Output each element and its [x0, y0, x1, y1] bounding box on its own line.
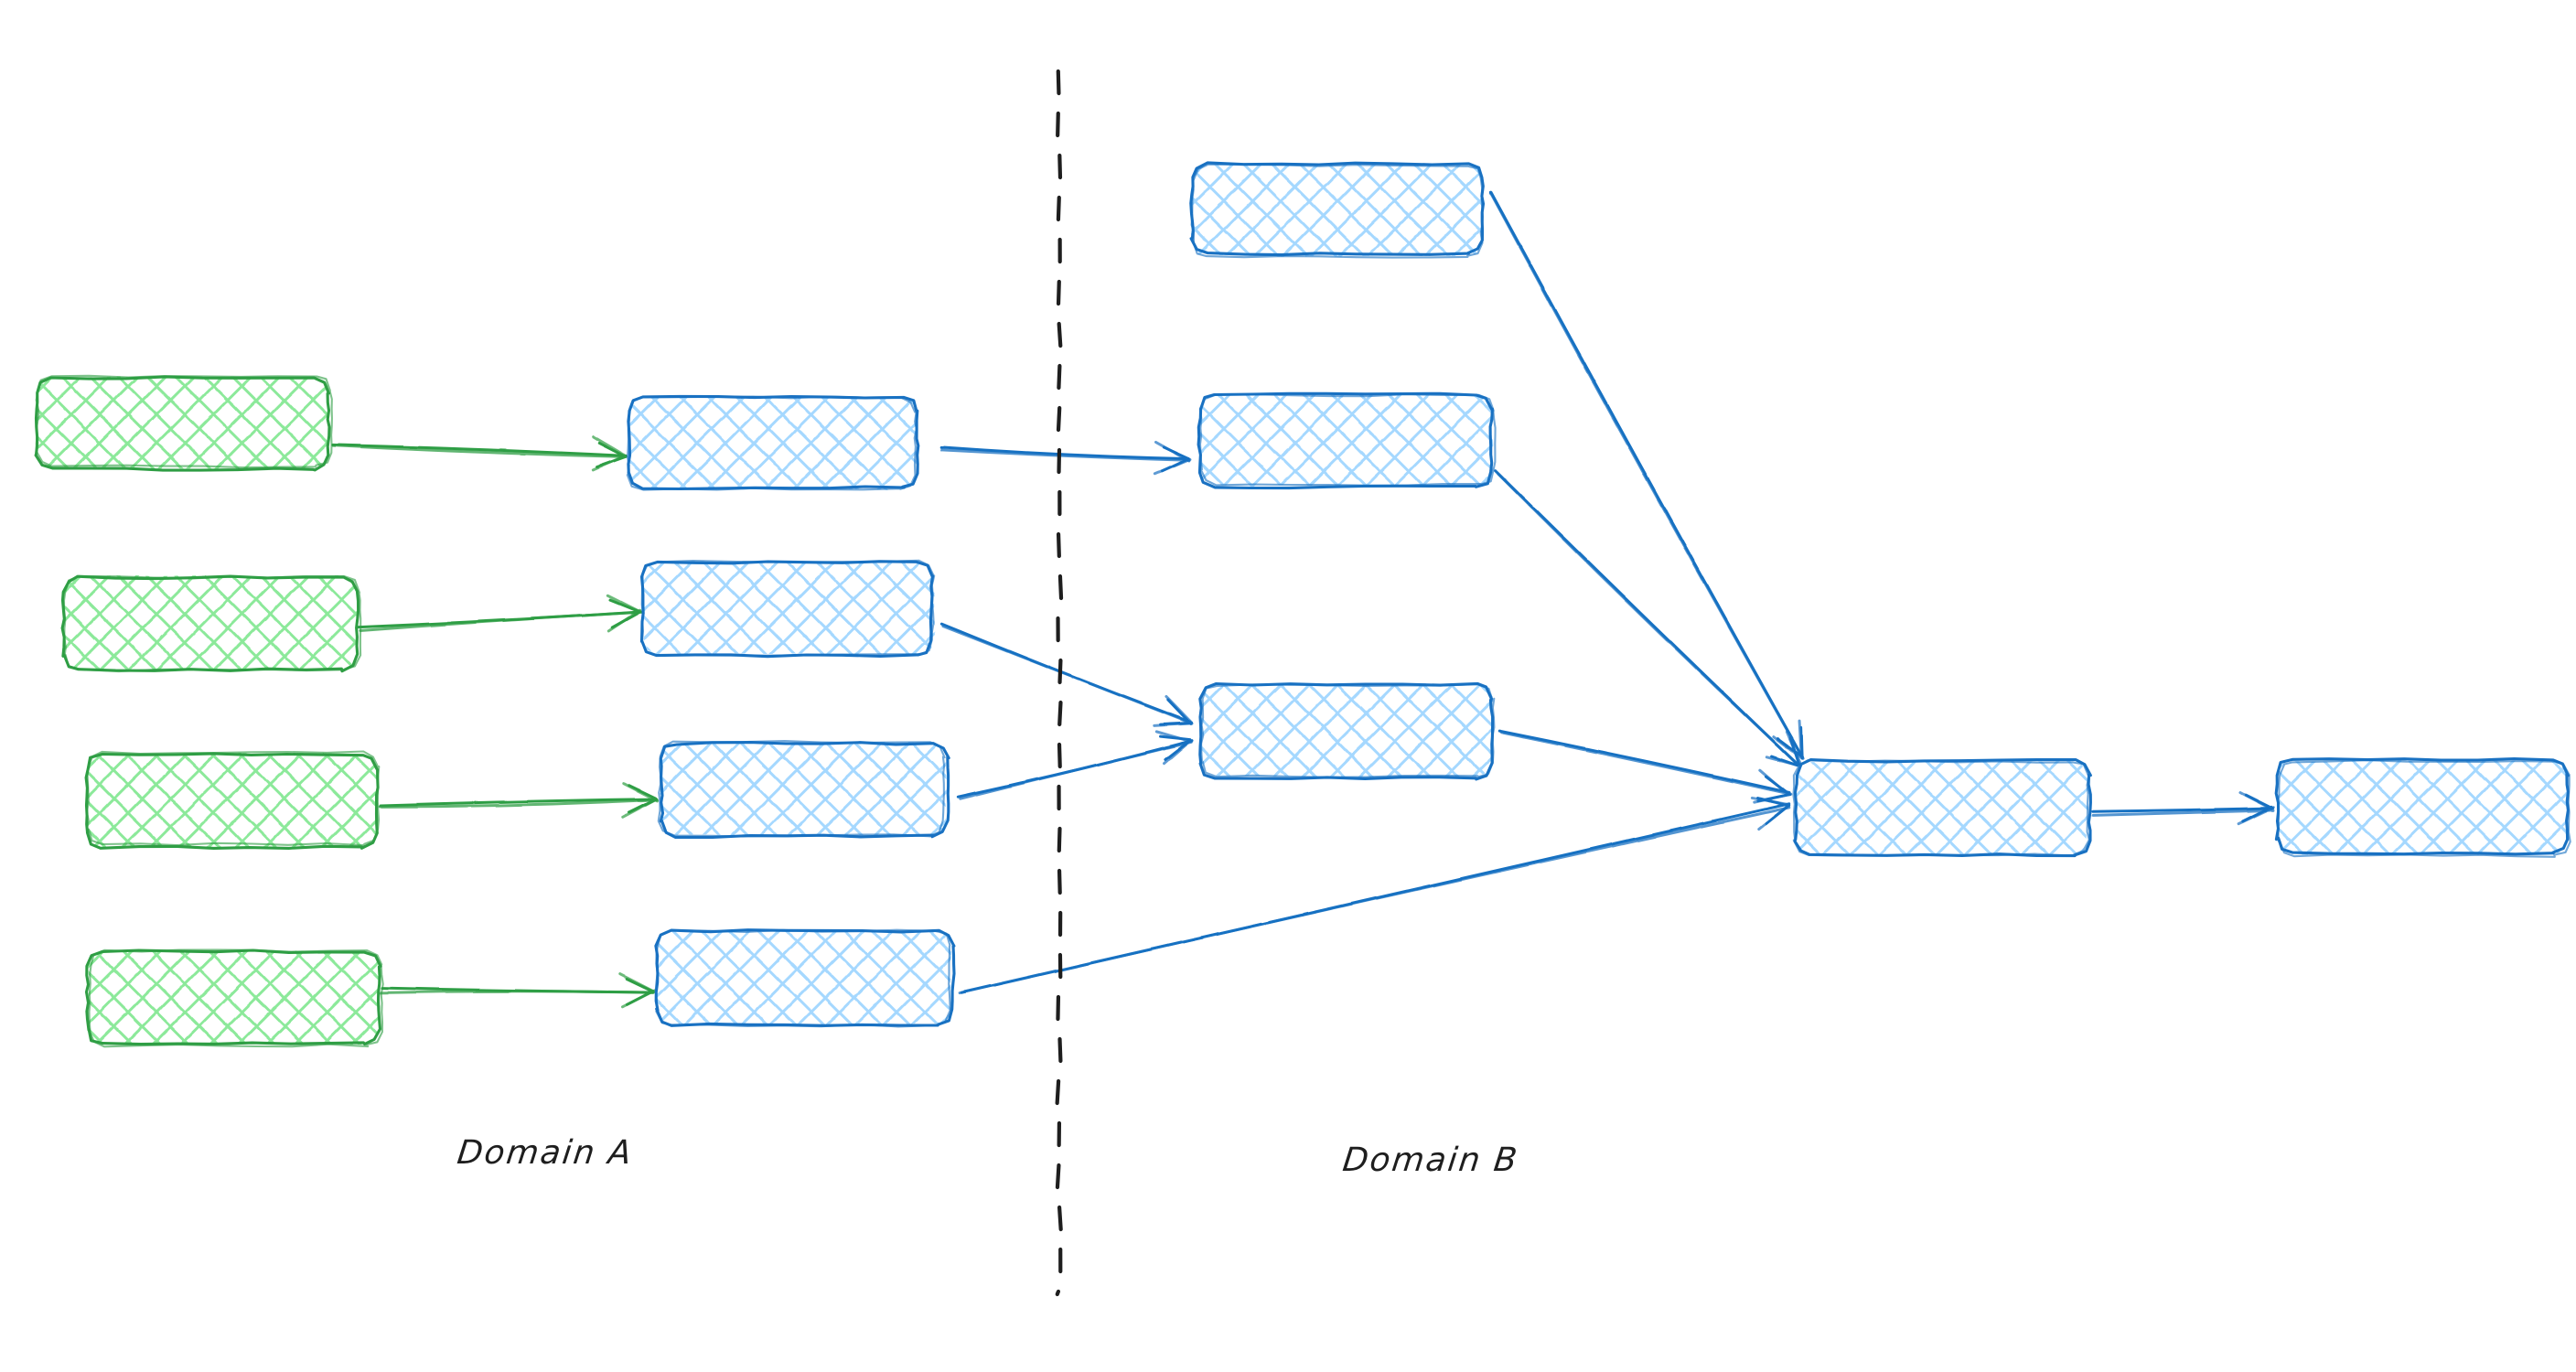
node-out[interactable]	[2274, 756, 2571, 858]
edge-e8	[958, 796, 1791, 995]
node-g4[interactable]	[84, 949, 384, 1048]
edge-e7	[956, 730, 1194, 800]
edge-e2	[355, 594, 643, 633]
node-hub[interactable]	[1792, 757, 2092, 858]
domain-a-label: Domain A	[455, 1134, 636, 1172]
domain-divider	[1055, 69, 1064, 1297]
node-c1[interactable]	[1189, 161, 1486, 259]
node-g1[interactable]	[34, 374, 333, 472]
divider-layer	[1055, 69, 1064, 1297]
edge-e11	[1497, 729, 1792, 804]
edge-e4	[379, 972, 657, 1009]
node-b2[interactable]	[639, 559, 936, 659]
edge-e6	[939, 622, 1194, 727]
node-b3[interactable]	[657, 740, 950, 839]
edges-layer	[330, 190, 2275, 1009]
domain-b-label: Domain B	[1340, 1142, 1521, 1179]
node-g2[interactable]	[60, 574, 362, 673]
node-b4[interactable]	[654, 928, 956, 1028]
edge-e12	[2091, 791, 2275, 826]
node-c3[interactable]	[1198, 681, 1496, 781]
edge-e3	[378, 782, 660, 819]
edge-e5	[939, 440, 1192, 476]
edge-e10	[1494, 468, 1803, 769]
node-c2[interactable]	[1197, 391, 1497, 490]
nodes-layer	[34, 161, 2571, 1048]
edge-e1	[330, 434, 628, 472]
node-b1[interactable]	[626, 394, 920, 491]
node-g3[interactable]	[84, 750, 381, 850]
edge-e9	[1489, 190, 1805, 760]
